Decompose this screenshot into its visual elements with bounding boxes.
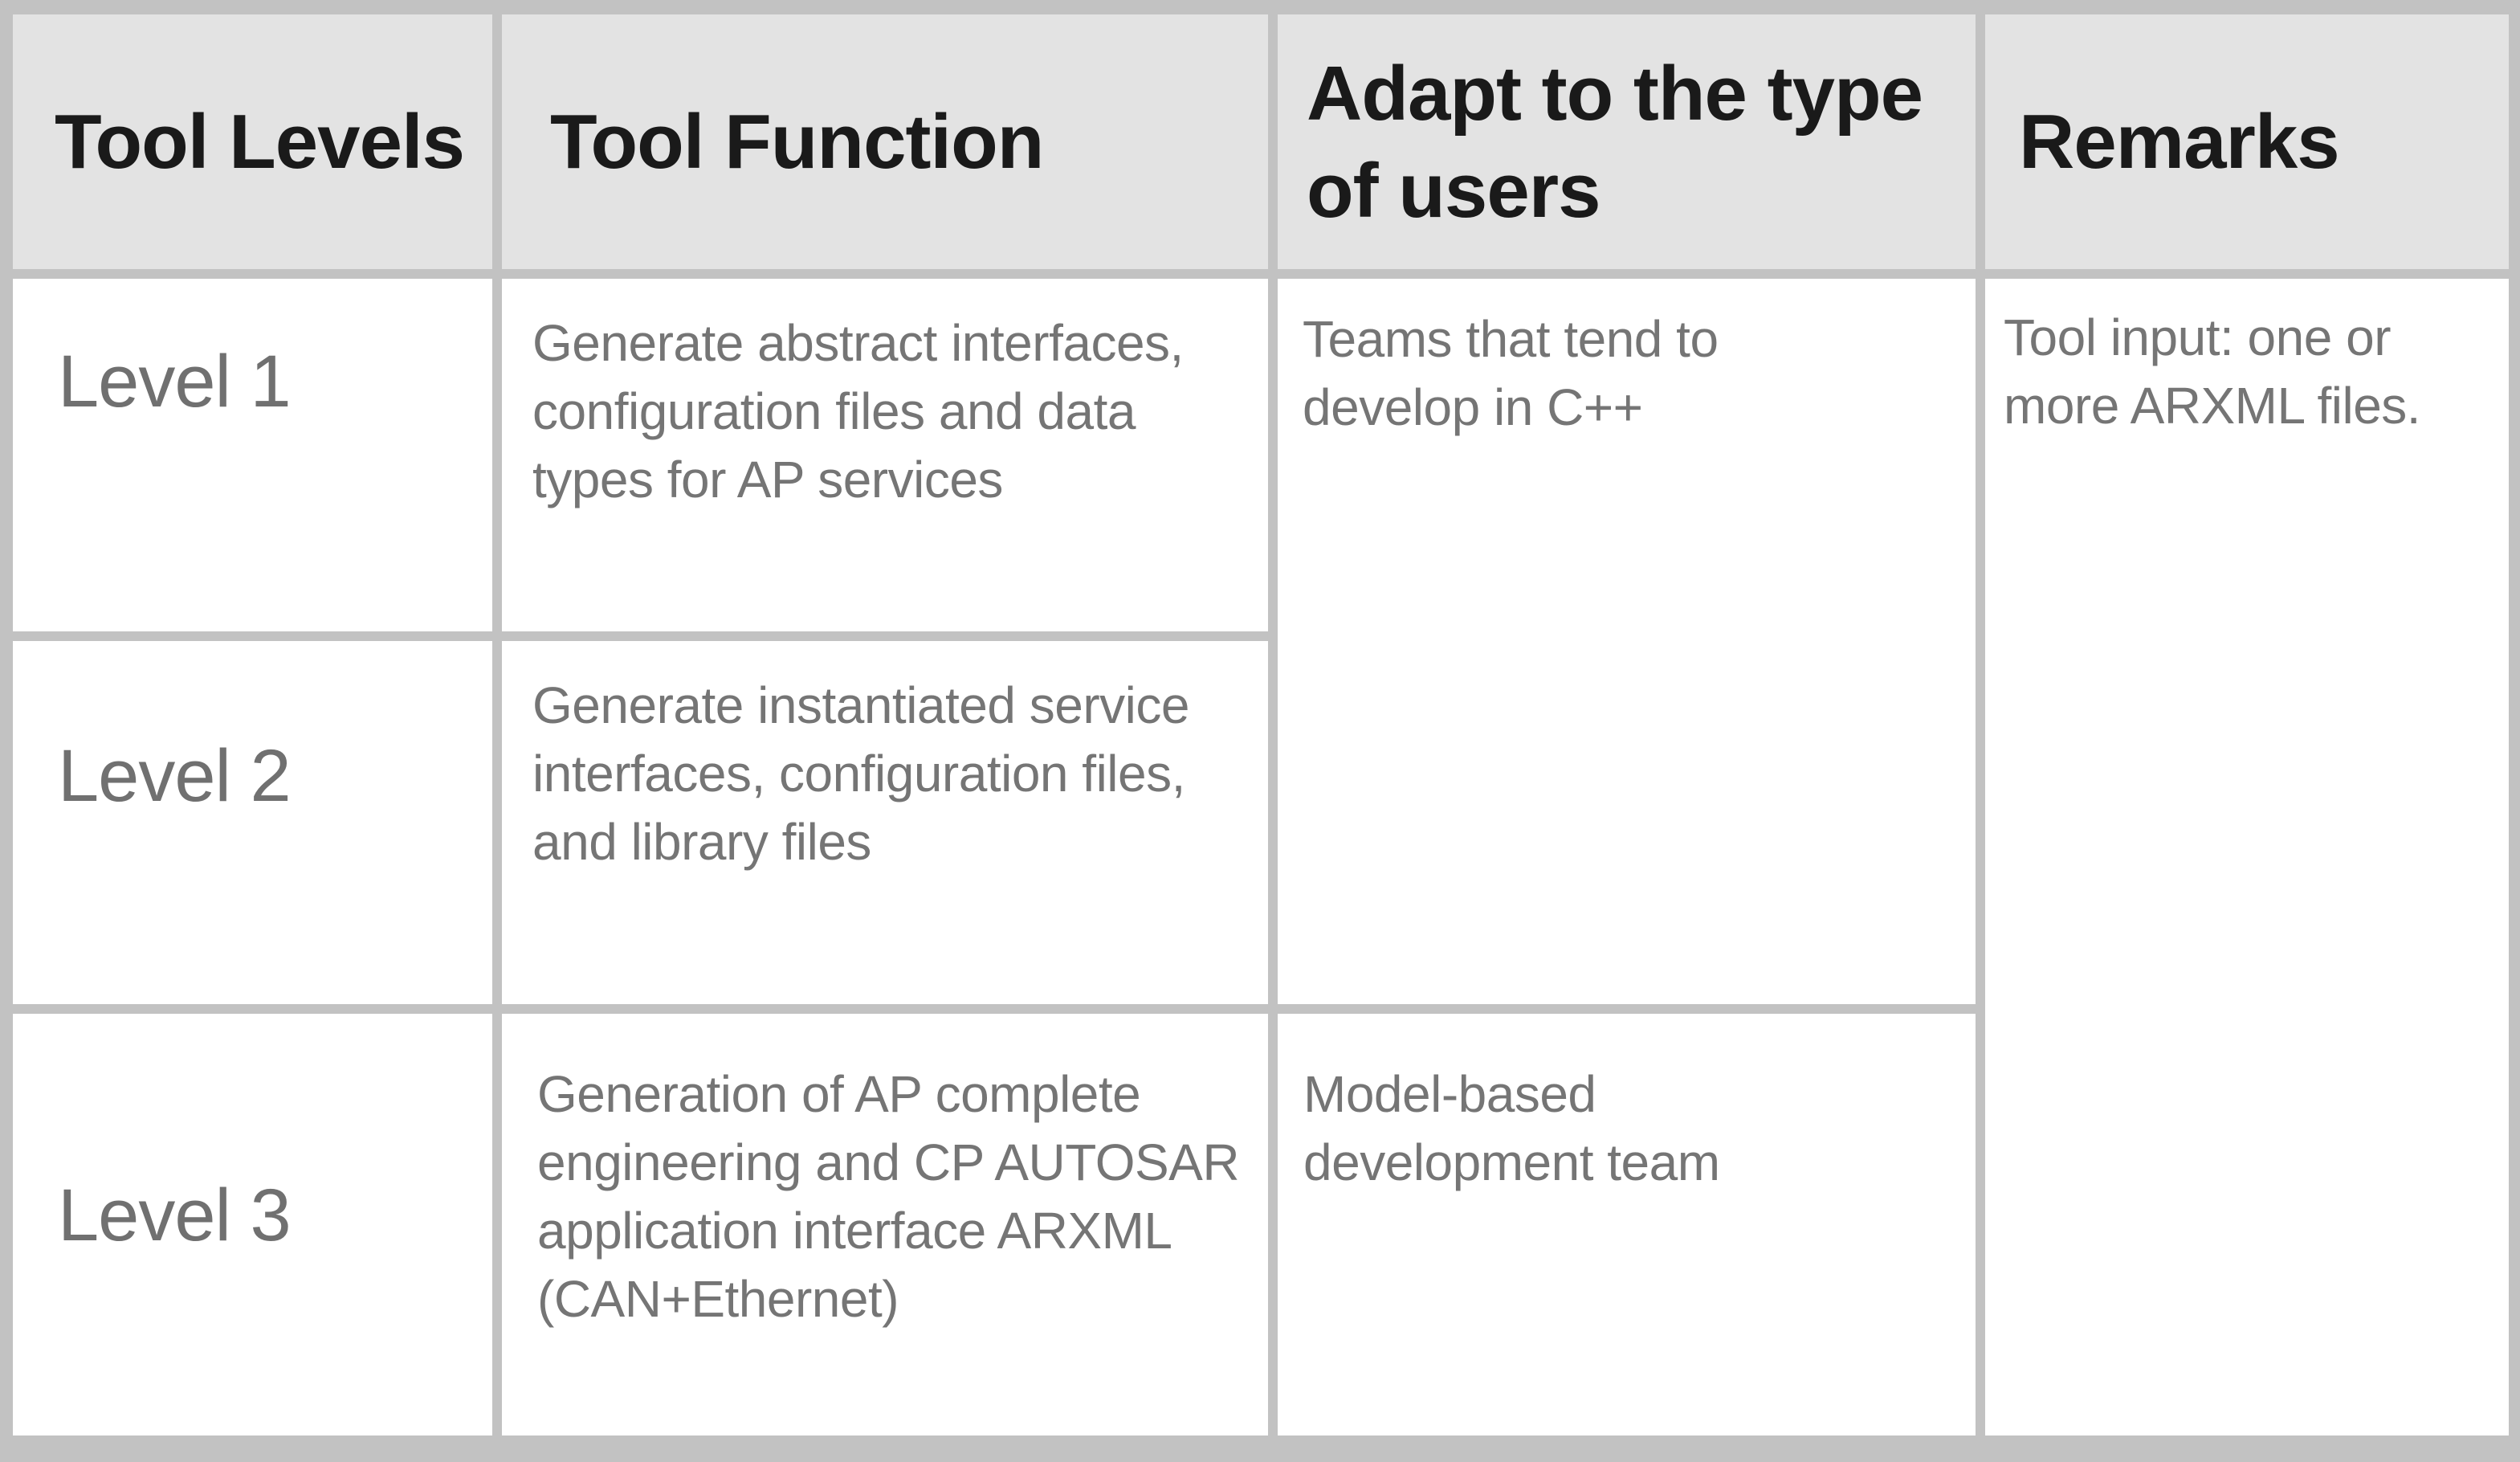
cell-remarks-all-levels: Tool input: one or more ARXML files.	[1985, 279, 2509, 1435]
cell-level-1-function: Generate abstract interfaces, configurat…	[502, 279, 1268, 631]
cell-level-3-function: Generation of AP complete engineering an…	[502, 1014, 1268, 1435]
cell-level-2-label: Level 2	[13, 641, 492, 1004]
col-header-adapt-to-type-of-users: Adapt to the type of users	[1278, 14, 1976, 269]
col-header-remarks: Remarks	[1985, 14, 2509, 269]
cell-user-type-level-3: Model-based development team	[1278, 1014, 1976, 1435]
cell-user-type-levels-1-2: Teams that tend to develop in C++	[1278, 279, 1976, 1004]
col-header-tool-function: Tool Function	[502, 14, 1268, 269]
col-header-tool-levels: Tool Levels	[13, 14, 492, 269]
cell-level-2-function: Generate instantiated service interfaces…	[502, 641, 1268, 1004]
cell-level-1-label: Level 1	[13, 279, 492, 631]
cell-level-3-label: Level 3	[13, 1014, 492, 1435]
